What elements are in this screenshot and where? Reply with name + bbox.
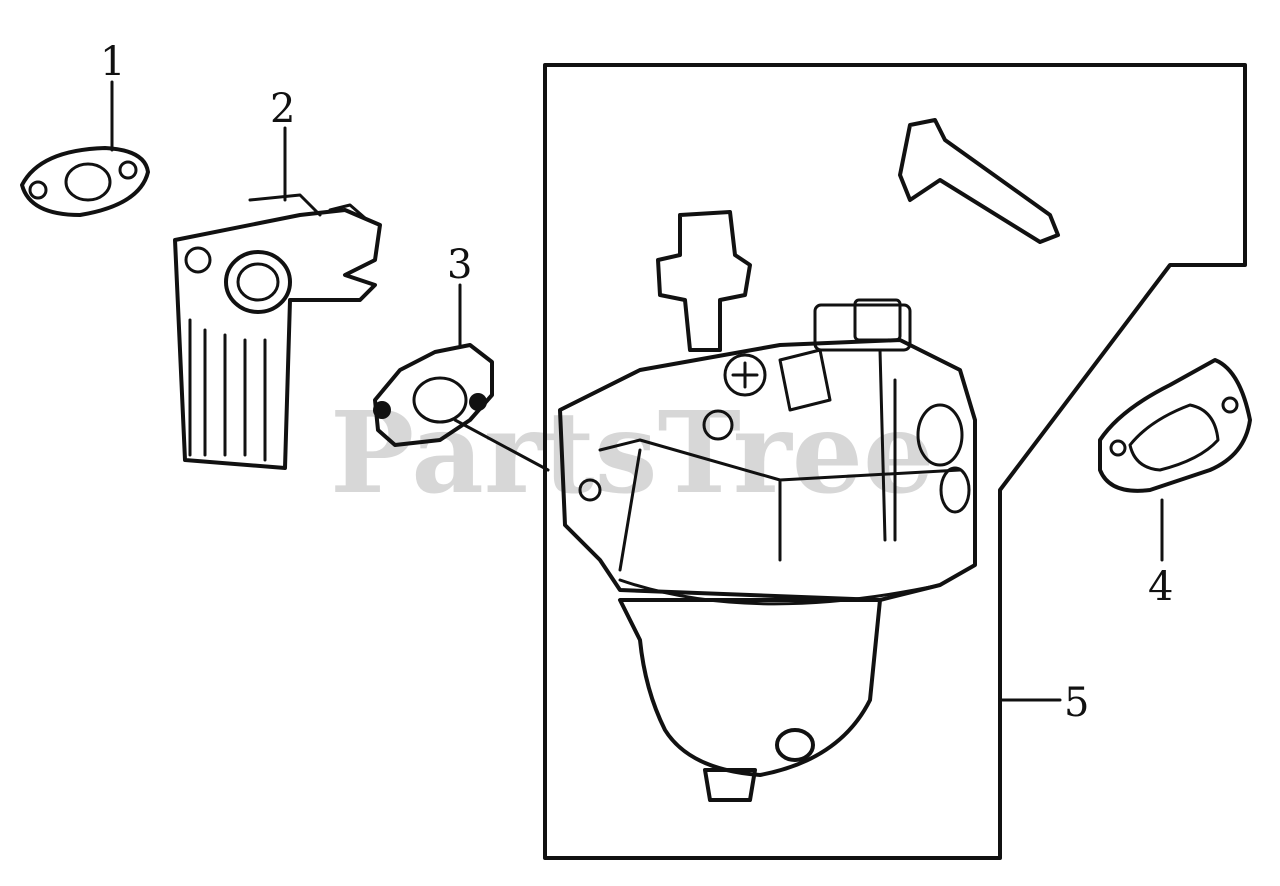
callout-3: 3 — [447, 242, 472, 288]
callout-4: 4 — [1148, 564, 1173, 610]
assembly-boundary — [543, 63, 1247, 860]
float-bowl — [618, 598, 882, 777]
part-1-gasket[interactable] — [20, 146, 150, 217]
part-4-gasket[interactable] — [1098, 358, 1252, 493]
part-3-gasket[interactable] — [373, 343, 494, 447]
throttle-lever — [898, 118, 1060, 244]
part-2-insulator-bracket[interactable] — [173, 193, 382, 470]
callout-2: 2 — [270, 86, 295, 132]
part-5-carburetor[interactable] — [558, 118, 1060, 802]
callout-5: 5 — [1064, 680, 1089, 726]
callout-1: 1 — [100, 39, 125, 85]
drain-screw — [703, 768, 757, 802]
choke-tower — [656, 210, 752, 352]
leader-line-3b — [453, 418, 550, 472]
carburetor-body — [558, 338, 977, 602]
